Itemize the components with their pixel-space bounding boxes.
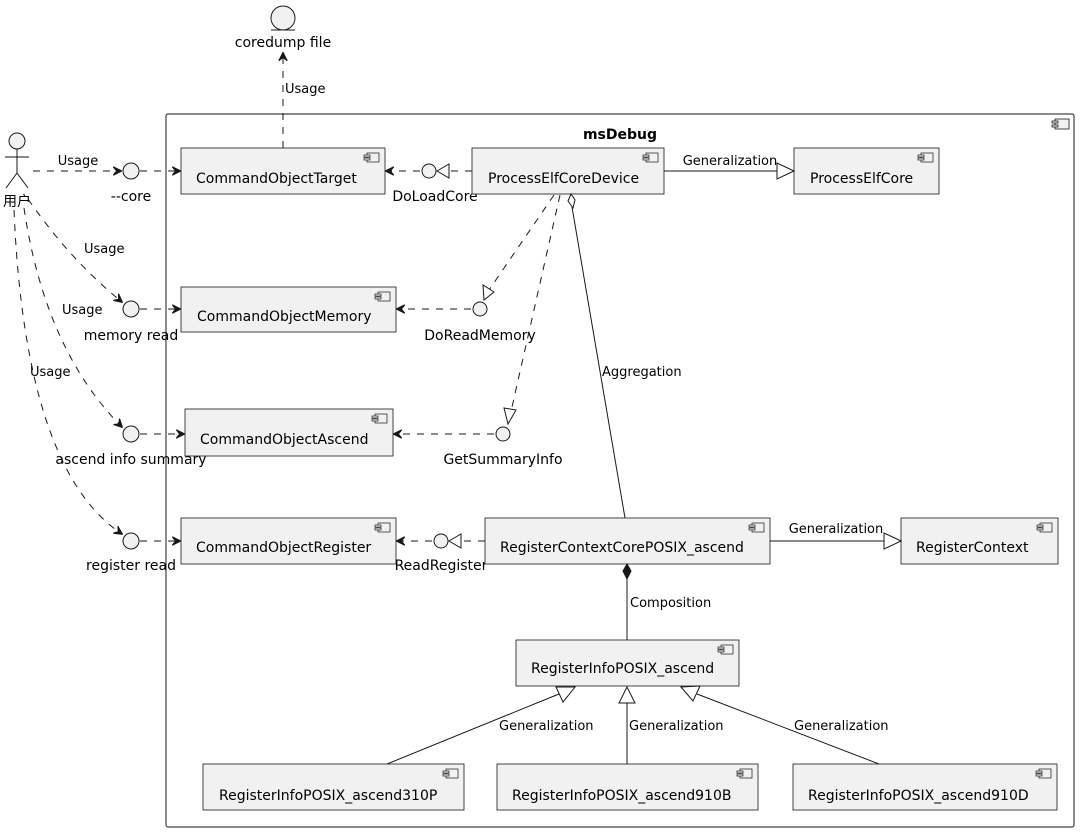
component-icon <box>736 768 753 779</box>
component-icon <box>1035 768 1052 779</box>
composition-diamond <box>622 562 632 581</box>
component-icon <box>374 522 391 533</box>
gen-910d-head <box>679 685 701 702</box>
gen-register-context-head <box>883 532 903 550</box>
do-read-memory-realization-head <box>482 284 495 301</box>
command-object-target: CommandObjectTarget <box>180 147 386 195</box>
do-read-memory-label: DoReadMemory <box>424 328 535 344</box>
component-icon <box>717 644 734 655</box>
register-info-310p-label: RegisterInfoPOSIX_ascend310P <box>219 788 437 804</box>
component-icon <box>363 152 380 163</box>
do-read-memory-interface <box>472 301 488 317</box>
aggregation-label: Aggregation <box>602 365 682 380</box>
package-icon <box>1051 118 1070 130</box>
read-register-interface <box>433 533 449 549</box>
command-object-target-label: CommandObjectTarget <box>196 171 357 187</box>
process-elf-core-device: ProcessElfCoreDevice <box>471 147 665 195</box>
do-load-core-interface <box>421 163 437 179</box>
register-read-interface-label: register read <box>86 558 176 574</box>
usage-register-edge <box>13 209 122 534</box>
aggregation-edge <box>571 206 626 519</box>
gen-310p-edge <box>386 693 560 765</box>
do-load-core-realization-head <box>436 163 450 179</box>
composition-label: Composition <box>630 596 711 611</box>
register-info: RegisterInfoPOSIX_ascend <box>515 639 740 687</box>
core-interface-label: --core <box>111 189 151 205</box>
component-icon <box>748 522 765 533</box>
usage-memory-edge <box>27 198 122 302</box>
coredump-file-entity: coredump file <box>235 5 331 51</box>
package-title: msDebug <box>583 127 657 143</box>
component-icon <box>371 413 388 424</box>
msdebug-package: msDebug <box>165 113 1075 828</box>
register-info-label: RegisterInfoPOSIX_ascend <box>531 661 714 677</box>
command-object-register: CommandObjectRegister <box>180 517 397 565</box>
process-elf-core-label: ProcessElfCore <box>810 171 913 187</box>
gen-process-head <box>776 162 796 180</box>
actor-label: 用户 <box>3 193 31 210</box>
usage-core-label: Usage <box>58 154 99 169</box>
get-summary-info-realization-head <box>503 407 517 426</box>
usage-memory-label: Usage <box>84 242 125 257</box>
ascend-info-interface <box>122 425 140 443</box>
gen-910d-label: Generalization <box>794 719 889 734</box>
command-object-register-label: CommandObjectRegister <box>196 540 371 556</box>
process-elf-core-device-label: ProcessElfCoreDevice <box>488 171 639 187</box>
command-object-memory-label: CommandObjectMemory <box>197 309 372 325</box>
register-info-910d: RegisterInfoPOSIX_ascend910D <box>792 763 1058 811</box>
register-info-910d-label: RegisterInfoPOSIX_ascend910D <box>808 788 1029 804</box>
usage-ascend-edge <box>23 207 122 427</box>
gen-register-context-label: Generalization <box>789 522 884 537</box>
do-load-core-label: DoLoadCore <box>392 189 477 205</box>
register-context-core: RegisterContextCorePOSIX_ascend <box>484 517 771 565</box>
device-realizes-do-read-memory-edge <box>488 194 555 291</box>
user-actor: 用户 <box>3 132 31 210</box>
command-object-memory: CommandObjectMemory <box>180 286 397 333</box>
usage-register-label: Usage <box>30 365 71 380</box>
gen-310p-label: Generalization <box>499 719 594 734</box>
entity-label: coredump file <box>235 35 331 51</box>
component-icon <box>442 768 459 779</box>
register-info-910b: RegisterInfoPOSIX_ascend910B <box>496 763 759 811</box>
aggregation-diamond <box>567 192 576 210</box>
register-info-310p: RegisterInfoPOSIX_ascend310P <box>202 763 465 811</box>
register-info-910b-label: RegisterInfoPOSIX_ascend910B <box>512 788 731 804</box>
read-register-realization-head <box>448 533 462 549</box>
gen-process-label: Generalization <box>683 154 778 169</box>
process-elf-core: ProcessElfCore <box>793 147 940 195</box>
register-read-interface <box>122 532 140 550</box>
gen-910d-edge <box>696 693 880 765</box>
gen-310p-head <box>555 686 577 703</box>
component-icon <box>374 291 391 302</box>
read-register-label: ReadRegister <box>395 558 488 574</box>
usage-entity-label: Usage <box>285 82 326 97</box>
memory-read-interface-label: memory read <box>84 328 178 344</box>
register-context-core-label: RegisterContextCorePOSIX_ascend <box>500 540 744 556</box>
core-interface <box>122 162 140 180</box>
component-icon <box>1036 522 1053 533</box>
gen-910b-label: Generalization <box>629 719 724 734</box>
memory-read-interface <box>122 300 140 318</box>
usage-ascend-label: Usage <box>62 303 103 318</box>
command-object-ascend: CommandObjectAscend <box>184 408 394 457</box>
command-object-ascend-label: CommandObjectAscend <box>200 432 369 448</box>
register-context-label: RegisterContext <box>916 540 1029 556</box>
ascend-info-interface-label: ascend info summary <box>55 452 206 468</box>
component-icon <box>917 152 934 163</box>
get-summary-info-interface <box>495 426 511 442</box>
get-summary-info-label: GetSummaryInfo <box>443 452 562 468</box>
component-icon <box>642 152 659 163</box>
gen-910b-head <box>618 685 636 704</box>
register-context: RegisterContext <box>900 517 1059 565</box>
